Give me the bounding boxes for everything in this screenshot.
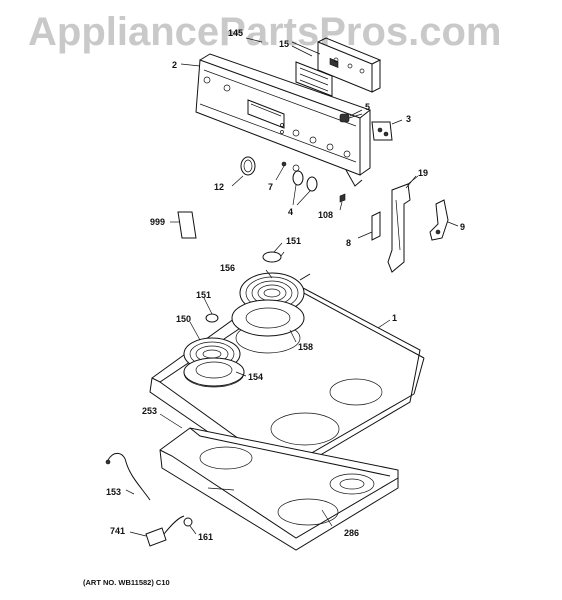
callout-151-upper: 151 [286,236,301,246]
callout-156: 156 [220,263,235,273]
callout-154: 154 [248,372,263,382]
burner-box [159,427,399,551]
callout-19: 19 [418,168,428,178]
watermark-logo: AppliancePartsPros.com [28,10,502,54]
callout-1: 1 [392,313,397,323]
literature [170,211,197,239]
callout-2: 2 [172,60,177,70]
callout-labels: 145 15 2 5 3 12 7 4 108 19 999 8 9 151 1… [106,28,465,542]
callout-158: 158 [298,342,313,352]
art-number: (ART NO. WB11582) C10 [83,578,170,587]
callout-5: 5 [365,102,370,112]
callout-7: 7 [268,182,273,192]
clip [339,193,346,211]
element-cap [262,251,285,263]
callout-145: 145 [228,28,243,38]
small-bracket [357,211,381,241]
timer-board [291,37,382,97]
callout-8: 8 [346,238,351,248]
side-bracket [387,175,419,273]
terminal [129,515,185,547]
control-panel [195,53,372,187]
wire-harness [105,453,151,501]
grommet [183,517,197,535]
callout-153: 153 [106,487,121,497]
callout-286: 286 [344,528,359,538]
callout-741: 741 [110,526,125,536]
callout-151-lower: 151 [196,290,211,300]
callout-150: 150 [176,314,191,324]
callout-161: 161 [198,532,213,542]
large-surface-element [231,272,311,337]
callout-4: 4 [288,207,293,217]
small-surface-element [183,337,245,387]
callout-108: 108 [318,210,333,220]
hinge [429,199,459,241]
callout-253: 253 [142,406,157,416]
element-cap-small [205,313,219,323]
knob [231,156,256,187]
callout-3: 3 [406,114,411,124]
callout-999: 999 [150,217,165,227]
switch [339,113,363,123]
callout-12: 12 [214,182,224,192]
indicator [275,161,287,181]
surface-knobs [292,164,318,206]
callout-9: 9 [460,222,465,232]
leader-lines [159,37,417,429]
callout-15: 15 [279,39,289,49]
terminal-block [371,119,403,141]
